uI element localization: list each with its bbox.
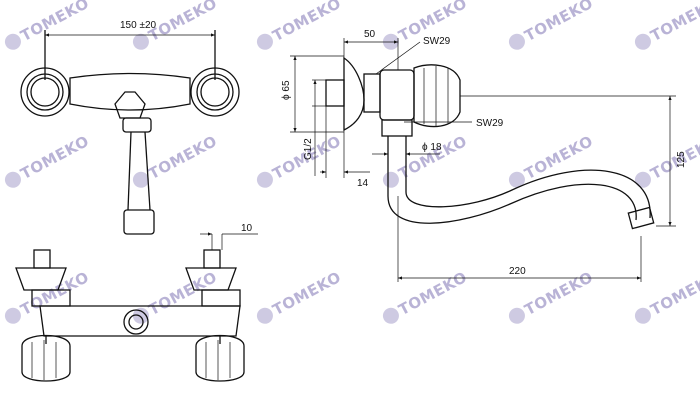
dim-flange-diameter: ϕ 65 — [281, 80, 292, 100]
dim-thread-length: 14 — [357, 178, 369, 189]
watermark-text: TOMEKO — [522, 132, 597, 183]
dim-wrench-top: SW29 — [423, 36, 451, 47]
watermark-text: TOMEKO — [18, 132, 93, 183]
dim-spout-reach: 220 — [509, 266, 526, 277]
watermark: TOMEKO — [382, 132, 471, 188]
watermark: TOMEKO — [256, 0, 345, 50]
watermark-text: TOMEKO — [146, 132, 221, 183]
watermark: TOMEKO — [256, 132, 344, 188]
watermark: TOMEKO — [256, 268, 345, 324]
watermark-text: TOMEKO — [396, 268, 471, 319]
watermark-logo-icon — [4, 307, 21, 324]
side-view — [290, 38, 676, 282]
watermark-text: TOMEKO — [648, 268, 700, 319]
watermark-logo-icon — [382, 171, 399, 188]
watermark-logo-icon — [132, 307, 149, 324]
front-view — [15, 232, 258, 382]
watermark: TOMEKO — [382, 268, 471, 324]
watermark: TOMEKO — [4, 268, 93, 324]
watermark: TOMEKO — [4, 0, 93, 50]
watermark: TOMEKO — [634, 0, 700, 50]
watermark-logo-icon — [132, 33, 149, 50]
watermark-logo-icon — [132, 171, 149, 188]
dim-thread: G1/2 — [303, 138, 314, 160]
watermark-logo-icon — [4, 33, 21, 50]
watermark-text: TOMEKO — [648, 132, 700, 183]
watermark: TOMEKO — [132, 268, 221, 324]
dim-nut-height: 10 — [241, 223, 253, 234]
watermark: TOMEKO — [508, 0, 597, 50]
watermark-logo-icon — [256, 171, 273, 188]
watermark-logo-icon — [634, 307, 651, 324]
watermark-logo-icon — [256, 33, 273, 50]
watermark-text: TOMEKO — [146, 0, 221, 45]
watermark-text: TOMEKO — [396, 132, 471, 183]
watermark-logo-icon — [634, 33, 651, 50]
dim-spacing: 150 ±20 — [120, 20, 157, 31]
watermark-logo-icon — [256, 307, 273, 324]
watermark-text: TOMEKO — [522, 0, 597, 45]
watermark-logo-icon — [508, 171, 525, 188]
watermark-text: TOMEKO — [270, 0, 345, 45]
dim-flange-depth: 50 — [364, 29, 376, 40]
dim-spout-height: 125 — [676, 151, 687, 168]
watermark-text: TOMEKO — [18, 268, 93, 319]
watermark: TOMEKO — [132, 132, 221, 188]
watermark-text: TOMEKO — [18, 0, 93, 45]
watermark: TOMEKO — [634, 132, 700, 188]
watermark-text: TOMEKO — [522, 268, 597, 319]
top-view — [20, 30, 240, 235]
dim-spout-diameter: ϕ 18 — [422, 142, 442, 153]
watermark-text: TOMEKO — [146, 268, 221, 319]
watermark-text: TOMEKO — [270, 268, 345, 319]
watermark-logo-icon — [508, 33, 525, 50]
watermark-logo-icon — [382, 307, 399, 324]
watermark: TOMEKO — [4, 132, 93, 188]
dim-wrench-bottom: SW29 — [476, 118, 504, 129]
watermark: TOMEKO — [508, 132, 597, 188]
watermark-logo-icon — [508, 307, 525, 324]
watermark-text: TOMEKO — [648, 0, 700, 45]
watermark-logo-icon — [4, 171, 21, 188]
watermark-logo-icon — [634, 171, 651, 188]
watermark: TOMEKO — [634, 268, 700, 324]
